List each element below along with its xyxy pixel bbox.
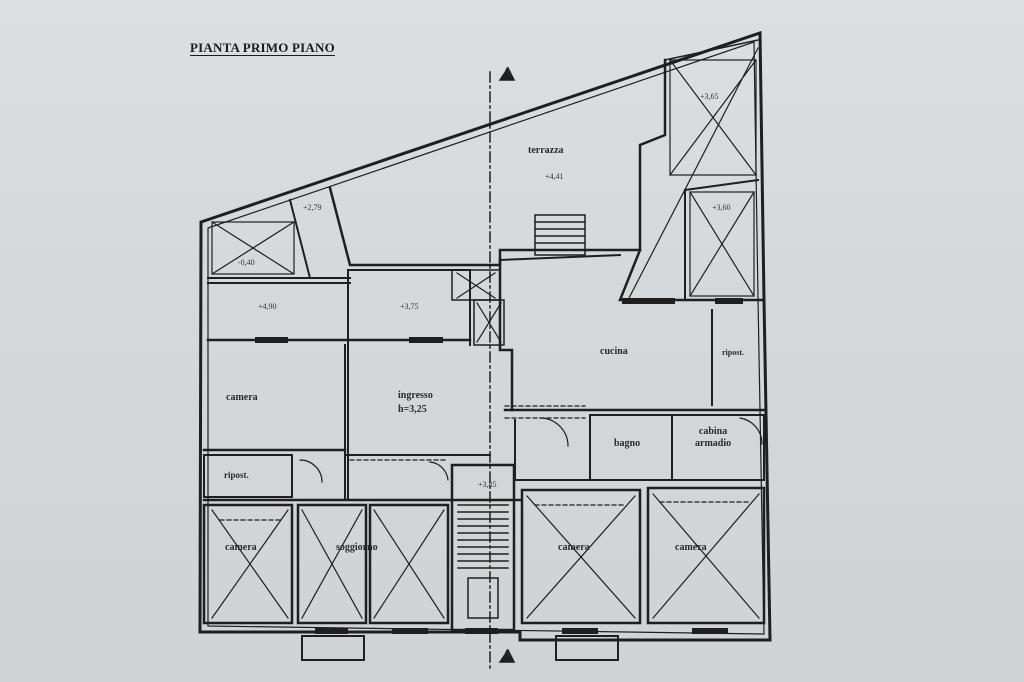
label-cabina-line1: cabina: [698, 426, 728, 437]
plan-title: PIANTA PRIMO PIANO: [190, 40, 335, 55]
label-cabina-armadio: cabina armadio: [695, 426, 731, 450]
label-camera-bottom-right: camera: [675, 542, 707, 553]
section-marker-top: A: [503, 64, 512, 78]
door-swings: [299, 417, 763, 483]
stair-treads: [457, 504, 509, 569]
wall-left-bath: [514, 419, 591, 481]
shaft-crosses: [211, 47, 760, 619]
label-camera-left: camera: [226, 392, 258, 403]
window-marks: [255, 298, 743, 634]
label-ripost: ripost.: [722, 348, 744, 357]
label-camera-bottom-mid: camera: [558, 542, 590, 553]
room-soggiorno-b: [368, 503, 450, 625]
level-terrazza: +4,41: [545, 172, 564, 181]
balcony-left: [301, 635, 365, 661]
dashed-lines: [219, 405, 751, 521]
level-small-left: +2,79: [303, 203, 322, 212]
wall-cucina-top: [498, 253, 622, 262]
label-bagno: bagno: [614, 438, 641, 449]
label-soggiorno: soggiorno: [336, 542, 378, 553]
wall-shaft-right-top: [683, 178, 760, 192]
level-top-right: +3,65: [700, 92, 719, 101]
level-corridor-left: +4,90: [258, 302, 277, 311]
level-stair: +3,85: [478, 480, 497, 489]
balcony-right: [555, 635, 619, 661]
small-ripost-box: [203, 454, 293, 498]
section-marker-bottom: A: [503, 646, 512, 660]
inner-outline: [207, 41, 765, 635]
terrazza-steps: [534, 214, 586, 256]
label-ingresso-height: h=3,25: [398, 404, 427, 415]
wall-cucina-left: [498, 258, 514, 412]
shaft-lower: [473, 299, 505, 346]
cabina-box: [671, 414, 765, 481]
room-soggiorno-a: [296, 503, 368, 625]
label-ripost-small: ripost.: [224, 470, 249, 480]
stair-landing: [467, 577, 499, 619]
room-camera-br: [646, 486, 766, 625]
level-corridor-mid: +3,75: [400, 302, 419, 311]
label-camera-bottom-left: camera: [225, 542, 257, 553]
level-void-left: -0,40: [238, 258, 255, 267]
outer-wall: [198, 30, 772, 642]
label-cabina-line2: armadio: [695, 438, 732, 449]
level-shaft-right: +3,60: [712, 203, 731, 212]
wall-shaft-topright: [664, 39, 759, 61]
room-camera-bl: [202, 503, 294, 625]
label-cucina: cucina: [600, 346, 628, 357]
label-terrazza: terrazza: [528, 145, 564, 156]
section-axis: [489, 66, 516, 671]
room-camera-bm: [520, 488, 642, 625]
label-ingresso: ingresso: [398, 390, 433, 401]
